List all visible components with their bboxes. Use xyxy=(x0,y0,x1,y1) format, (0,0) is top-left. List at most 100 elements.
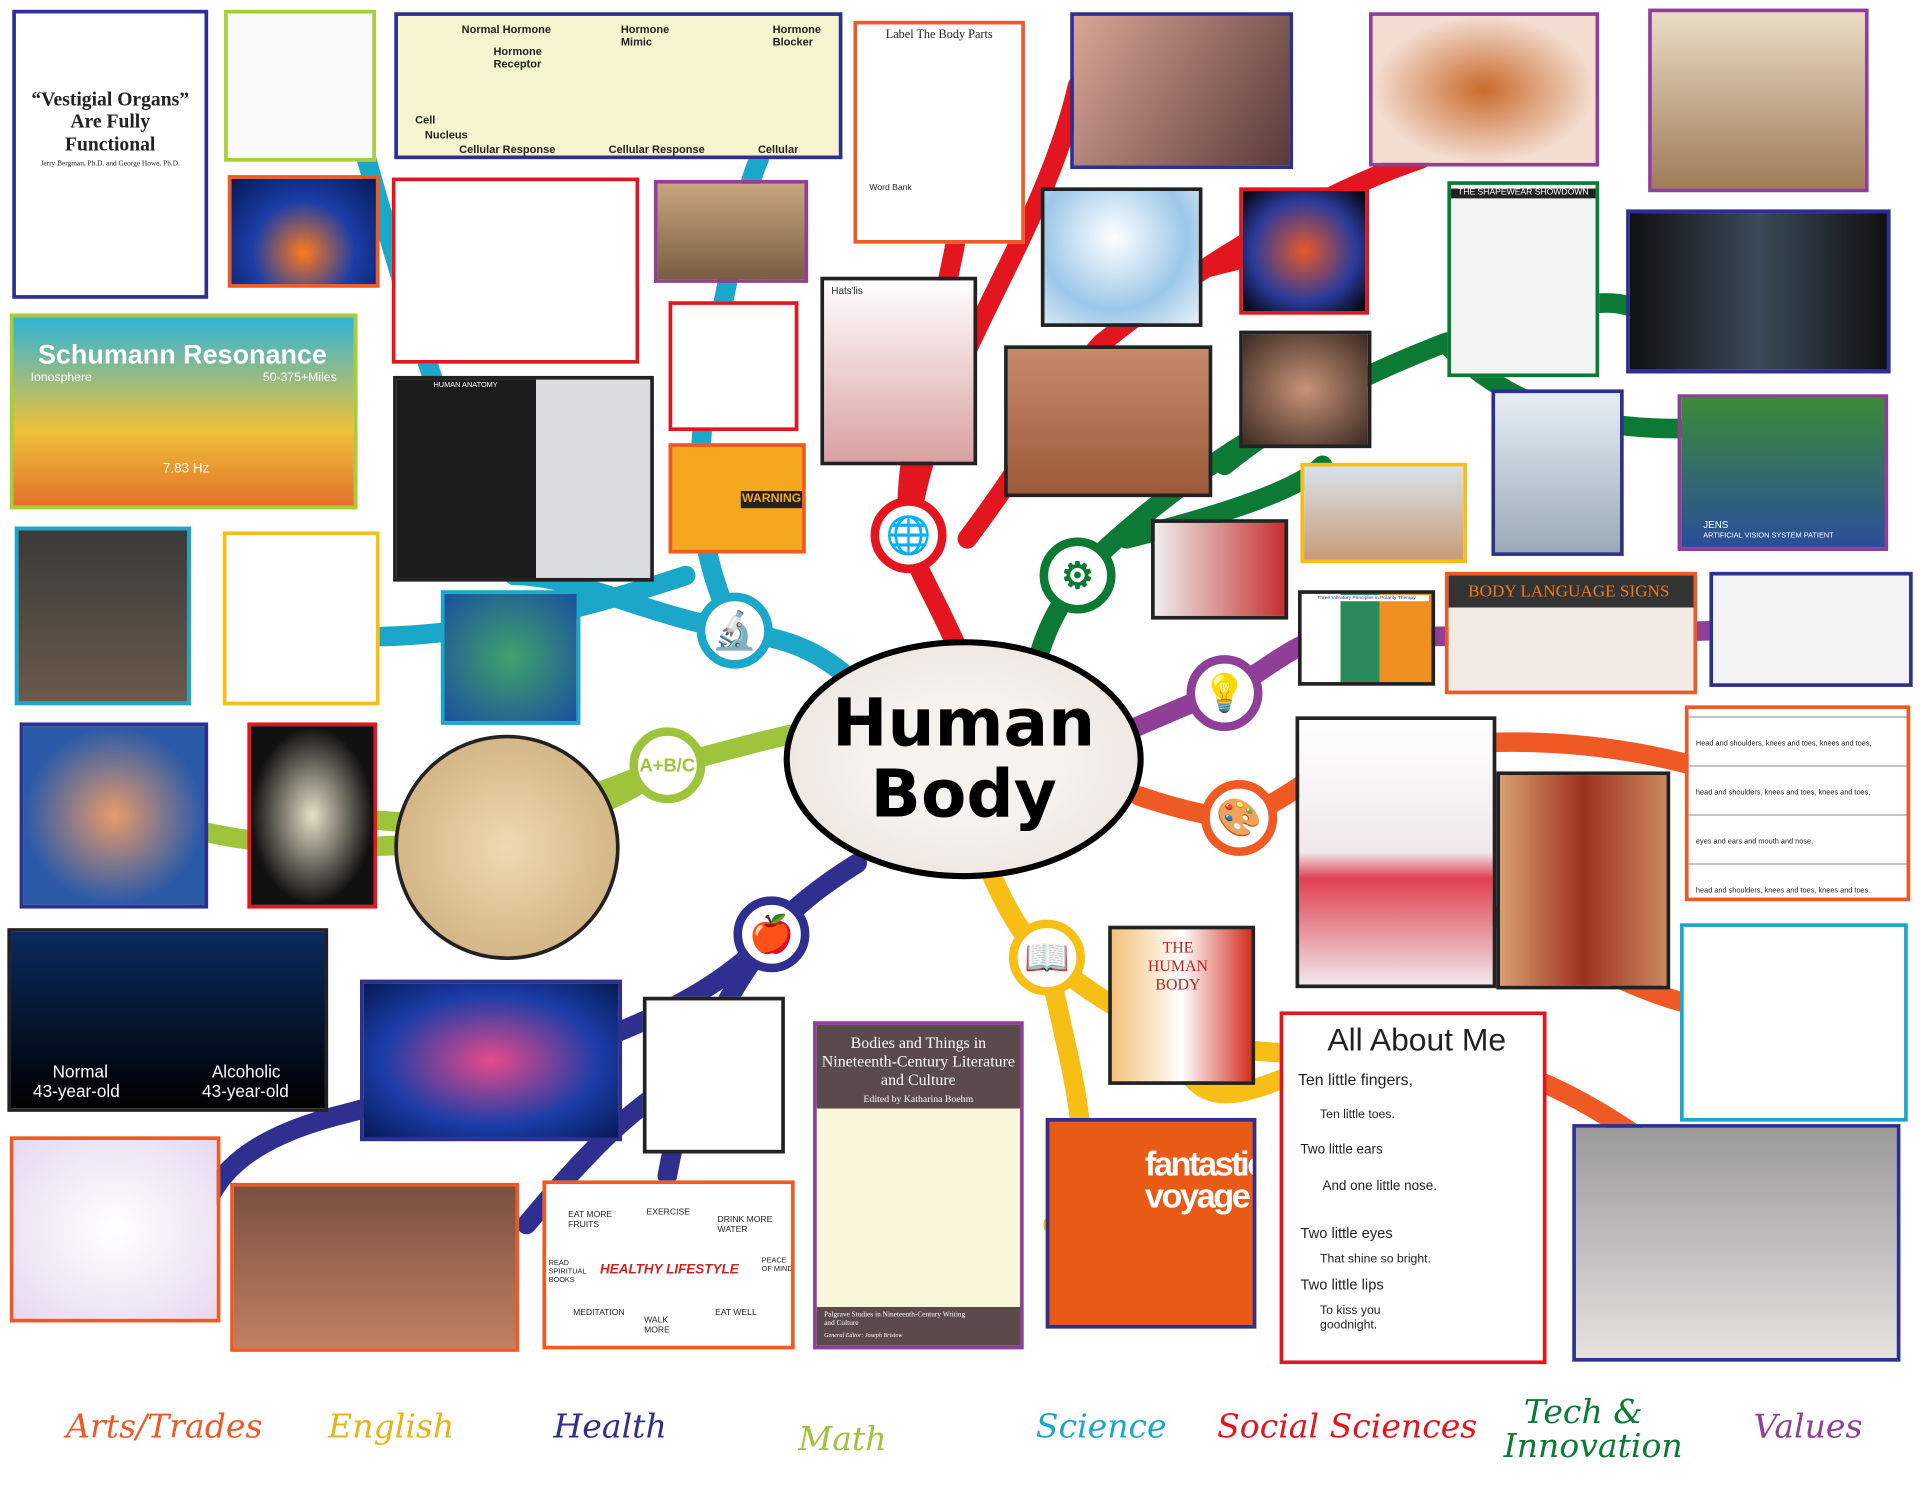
lifestyle-center: HEALTHY LIFESTYLE xyxy=(600,1262,739,1278)
corset-anatomy-image[interactable] xyxy=(1680,923,1908,1122)
legend-social-sciences[interactable]: Social Sciences xyxy=(1217,1408,1478,1447)
lifestyle-item: EAT MORE FRUITS xyxy=(568,1211,613,1230)
jens-caption: ARTIFICIAL VISION SYSTEM PATIENT xyxy=(1703,532,1834,541)
poem-line: Two little eyes xyxy=(1300,1224,1393,1242)
hormone-diagram-image[interactable]: Normal Hormone Hormone Receptor Cell Nuc… xyxy=(394,12,843,160)
energy-field-image[interactable] xyxy=(9,1136,221,1323)
contact-lens-image[interactable] xyxy=(1239,330,1372,449)
cellular-response-1: Cellular Response xyxy=(459,143,556,156)
legend-health[interactable]: Health xyxy=(553,1408,667,1447)
glowing-arm-image[interactable] xyxy=(1626,209,1891,374)
vitruvian-man-image[interactable] xyxy=(394,734,620,961)
human-body-book[interactable]: THE HUMAN BODY xyxy=(1108,925,1256,1085)
poem-title: All About Me xyxy=(1327,1021,1507,1058)
back-muscle-paint-image[interactable] xyxy=(1496,771,1671,990)
body-composition-chart[interactable] xyxy=(222,531,380,706)
athletes-image[interactable] xyxy=(1709,571,1913,687)
artificial-vision-image[interactable]: JENS ARTIFICIAL VISION SYSTEM PATIENT xyxy=(1677,394,1889,552)
junk-food-stomach-image[interactable] xyxy=(230,1182,520,1352)
schumann-title: Schumann Resonance xyxy=(37,339,327,370)
legend-values[interactable]: Values xyxy=(1753,1408,1863,1447)
lightbulb-icon[interactable]: 💡 xyxy=(1186,655,1263,732)
hatslis-body-image[interactable]: Hats'lis xyxy=(820,276,978,466)
lifestyle-item: EAT WELL xyxy=(715,1308,757,1318)
scan-alcoholic-age: 43-year-old xyxy=(202,1081,289,1101)
chicken-anatomy-image[interactable] xyxy=(224,9,376,162)
legend-tech-innovation[interactable]: Tech & Innovation xyxy=(1503,1393,1683,1466)
poem-line: Two little lips xyxy=(1300,1275,1384,1294)
woman-implant-image[interactable] xyxy=(1648,8,1869,193)
colored-brain-image[interactable] xyxy=(1239,187,1369,315)
anatomy-dolphin-image[interactable]: HUMAN ANATOMY xyxy=(393,375,654,582)
cellular-response-3: Cellular Response xyxy=(757,143,799,156)
central-topic[interactable]: Human Body xyxy=(783,639,1144,880)
frequency-label: 7.83 Hz xyxy=(162,461,210,477)
scan-normal-age: 43-year-old xyxy=(33,1081,120,1101)
book-series: Palgrave Studies in Nineteenth-Century W… xyxy=(824,1311,966,1328)
skeletons-image[interactable] xyxy=(391,177,640,364)
legend-arts-trades[interactable]: Arts/Trades xyxy=(66,1408,263,1447)
hand-bones-image[interactable] xyxy=(247,722,378,909)
all-about-me-poem[interactable]: All About Me Ten little fingers, Ten lit… xyxy=(1279,1011,1547,1365)
ionosphere-label: Ionosphere xyxy=(30,371,92,385)
lifestyle-item: DRINK MORE WATER xyxy=(717,1215,773,1235)
warning-label: WARNING xyxy=(740,491,803,508)
shapewear-image[interactable]: THE SHAPEWEAR SHOWDOWN xyxy=(1447,181,1600,378)
math-glyph: A+B/C xyxy=(639,754,696,776)
prosthetic-legs-image[interactable] xyxy=(1491,389,1624,556)
voyage-title: fantastic voyage xyxy=(1144,1144,1257,1215)
brain-alcohol-image[interactable] xyxy=(1368,12,1600,167)
digital-head-image[interactable] xyxy=(1040,187,1203,327)
schumann-resonance-image[interactable]: Schumann Resonance Ionosphere 50-375+Mil… xyxy=(9,313,358,510)
book-title: Bodies and Things in Nineteenth-Century … xyxy=(821,1033,1015,1089)
worksheet-title: Label The Body Parts xyxy=(885,28,993,42)
hazard-symbols-image[interactable] xyxy=(668,301,799,432)
song-sheet-music[interactable]: Head and shoulders, knees and toes, knee… xyxy=(1684,705,1911,902)
legend-math[interactable]: Math xyxy=(798,1420,887,1459)
polarity-therapy-image[interactable]: Three Vibratory Principles in Polarity T… xyxy=(1297,590,1436,686)
vestigial-organs-image[interactable]: “Vestigial Organs” Are Fully Functional … xyxy=(12,9,209,299)
poem-line: Ten little toes. xyxy=(1320,1108,1395,1122)
apple-icon[interactable]: 🍎 xyxy=(733,896,810,973)
healthy-lifestyle-mindmap[interactable]: HEALTHY LIFESTYLE EAT MORE FRUITS EXERCI… xyxy=(542,1180,795,1350)
brain-scan-image[interactable]: Normal 43-year-old Alcoholic 43-year-old xyxy=(7,928,329,1112)
legend-science[interactable]: Science xyxy=(1035,1408,1167,1447)
cleaning-products-image[interactable] xyxy=(653,180,809,283)
digestive-system-image[interactable] xyxy=(19,722,209,909)
poem-line: Ten little fingers, xyxy=(1297,1070,1413,1089)
label-body-parts-worksheet[interactable]: Label The Body Parts Word Bank xyxy=(853,20,1025,244)
wearable-shoes-image[interactable] xyxy=(1572,1124,1901,1362)
fantastic-voyage-poster[interactable]: fantastic voyage xyxy=(1045,1117,1257,1329)
warning-barrel-image[interactable]: WARNING xyxy=(668,443,806,554)
lifestyle-item: WALK MORE xyxy=(644,1316,670,1335)
lifestyle-item: READ SPIRITUAL BOOKS xyxy=(548,1260,587,1285)
palette-icon[interactable]: 🎨 xyxy=(1201,780,1278,856)
body-language-image[interactable]: BODY LANGUAGE SIGNS xyxy=(1444,571,1698,695)
earth-face-image[interactable] xyxy=(440,590,581,725)
heart-xray-image[interactable] xyxy=(227,175,380,288)
google-glass-image[interactable] xyxy=(1300,462,1467,564)
book-icon[interactable]: 📖 xyxy=(1008,919,1085,996)
cell-label: Cell xyxy=(415,113,436,127)
lyric-line: head and shoulders, knees and toes, knee… xyxy=(1695,789,1871,798)
poem-line: And one little nose. xyxy=(1322,1179,1438,1194)
microscope-icon[interactable]: 🔬 xyxy=(696,592,773,669)
fitness-woman-image[interactable] xyxy=(642,996,785,1154)
robot-hand-image[interactable] xyxy=(1151,519,1289,620)
bodies-and-things-book[interactable]: Bodies and Things in Nineteenth-Century … xyxy=(813,1021,1024,1350)
egyptian-mummy-image[interactable] xyxy=(1004,345,1213,498)
heart-brain-image[interactable] xyxy=(360,979,623,1142)
cave-person-image[interactable] xyxy=(14,526,192,706)
center-title-line1: Human xyxy=(832,684,1096,762)
flamingo-body-paint-image[interactable] xyxy=(1295,716,1497,989)
globe-icon[interactable]: 🌐 xyxy=(870,497,947,574)
anatomy-label: HUMAN ANATOMY xyxy=(433,382,498,390)
gears-icon[interactable]: ⚙ xyxy=(1039,537,1116,614)
hormone-normal-label: Normal Hormone xyxy=(461,23,552,36)
poem-line: That shine so bright. xyxy=(1320,1252,1431,1267)
math-icon[interactable]: A+B/C xyxy=(629,727,706,804)
scan-alcoholic-label: Alcoholic xyxy=(211,1061,281,1082)
lyric-line: Head and shoulders, knees and toes, knee… xyxy=(1695,740,1872,749)
legend-english[interactable]: English xyxy=(328,1408,455,1447)
body-writing-image[interactable] xyxy=(1070,12,1294,169)
